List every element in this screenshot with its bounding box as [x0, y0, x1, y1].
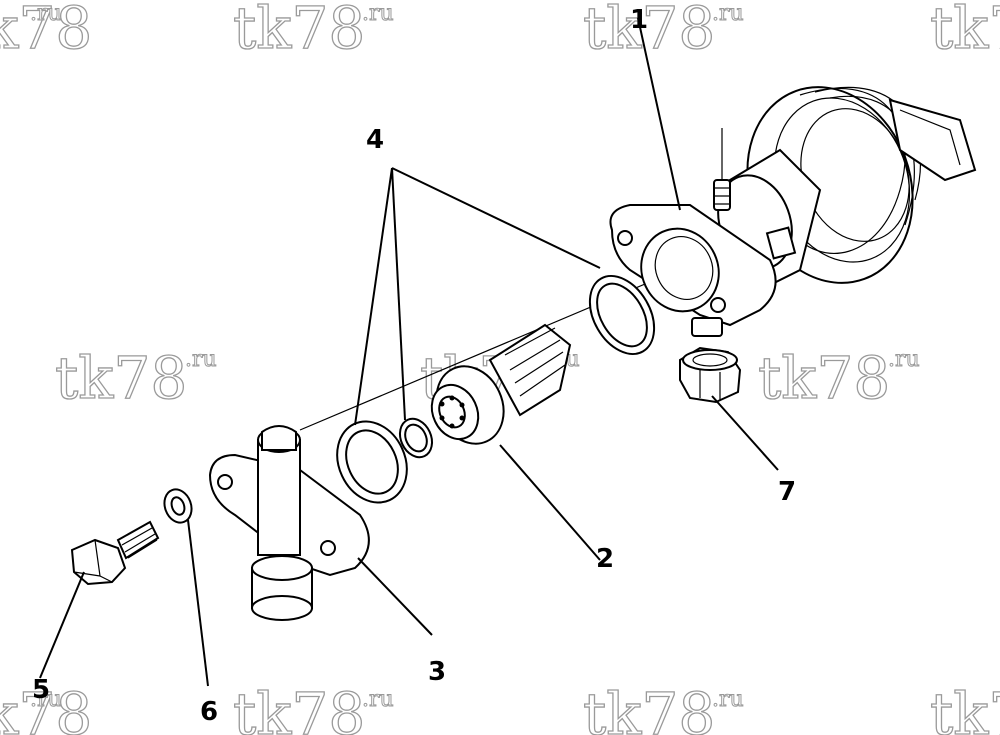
leader-line-4c — [391, 167, 406, 421]
svg-text:tk78: tk78 — [0, 0, 92, 62]
connector-flange — [208, 425, 370, 621]
svg-text:tk78: tk78 — [758, 344, 890, 412]
leader-line-5 — [39, 571, 85, 679]
spring-washer — [163, 488, 193, 524]
hex-bolt — [70, 520, 160, 586]
svg-text:tk78: tk78 — [583, 680, 715, 735]
watermark: tk78 .ru — [232, 0, 394, 63]
pump-housing — [609, 86, 977, 337]
svg-text:.ru: .ru — [362, 687, 394, 712]
watermark: tk78 .ru — [0, 0, 93, 63]
callout-3: 3 — [428, 657, 446, 687]
leader-line-7 — [711, 395, 779, 471]
svg-text:tk78: tk78 — [930, 0, 1000, 62]
watermark: tk78 .ru — [582, 0, 744, 63]
callout-7: 7 — [778, 477, 796, 507]
watermark: tk78 .ru — [232, 679, 394, 735]
watermark: tk78 .ru — [0, 679, 93, 735]
watermark: tk78 .ru — [582, 679, 744, 735]
svg-text:.ru: .ru — [712, 687, 744, 712]
leader-line-4a — [391, 167, 601, 269]
callout-1: 1 — [630, 5, 648, 35]
valve-assembly — [430, 323, 572, 445]
svg-text:.ru: .ru — [30, 1, 62, 26]
watermark: tk78 .ru — [54, 343, 217, 412]
callout-labels: 1 2 3 4 5 6 7 — [32, 5, 796, 727]
watermark: tk78 — [929, 0, 1000, 63]
callout-2: 2 — [596, 544, 614, 574]
leader-line-1 — [637, 17, 681, 211]
seal-ring-large-upper — [588, 275, 656, 355]
svg-text:.ru: .ru — [185, 347, 217, 372]
svg-text:.ru: .ru — [888, 347, 920, 372]
svg-text:.ru: .ru — [712, 1, 744, 26]
watermark: tk78 — [929, 679, 1000, 735]
seal-ring-large-lower — [336, 420, 408, 504]
svg-text:.ru: .ru — [30, 687, 62, 712]
svg-text:tk78: tk78 — [233, 0, 365, 62]
leader-line-3 — [357, 557, 433, 636]
callout-4: 4 — [366, 125, 384, 155]
watermark: tk78 .ru — [757, 343, 920, 412]
leader-line-4b — [354, 167, 393, 426]
callout-5: 5 — [32, 675, 50, 705]
leader-lines — [39, 17, 779, 687]
leader-line-6 — [187, 519, 209, 687]
seal-ring-small — [398, 417, 434, 459]
callout-6: 6 — [200, 697, 218, 727]
svg-text:tk78: tk78 — [583, 0, 715, 62]
svg-text:.ru: .ru — [362, 1, 394, 26]
svg-text:tk78: tk78 — [55, 344, 187, 412]
svg-text:tk78: tk78 — [0, 680, 92, 735]
svg-text:tk78: tk78 — [930, 680, 1000, 735]
union-nut — [679, 346, 742, 404]
svg-text:tk78: tk78 — [233, 680, 365, 735]
leader-line-2 — [499, 444, 601, 561]
